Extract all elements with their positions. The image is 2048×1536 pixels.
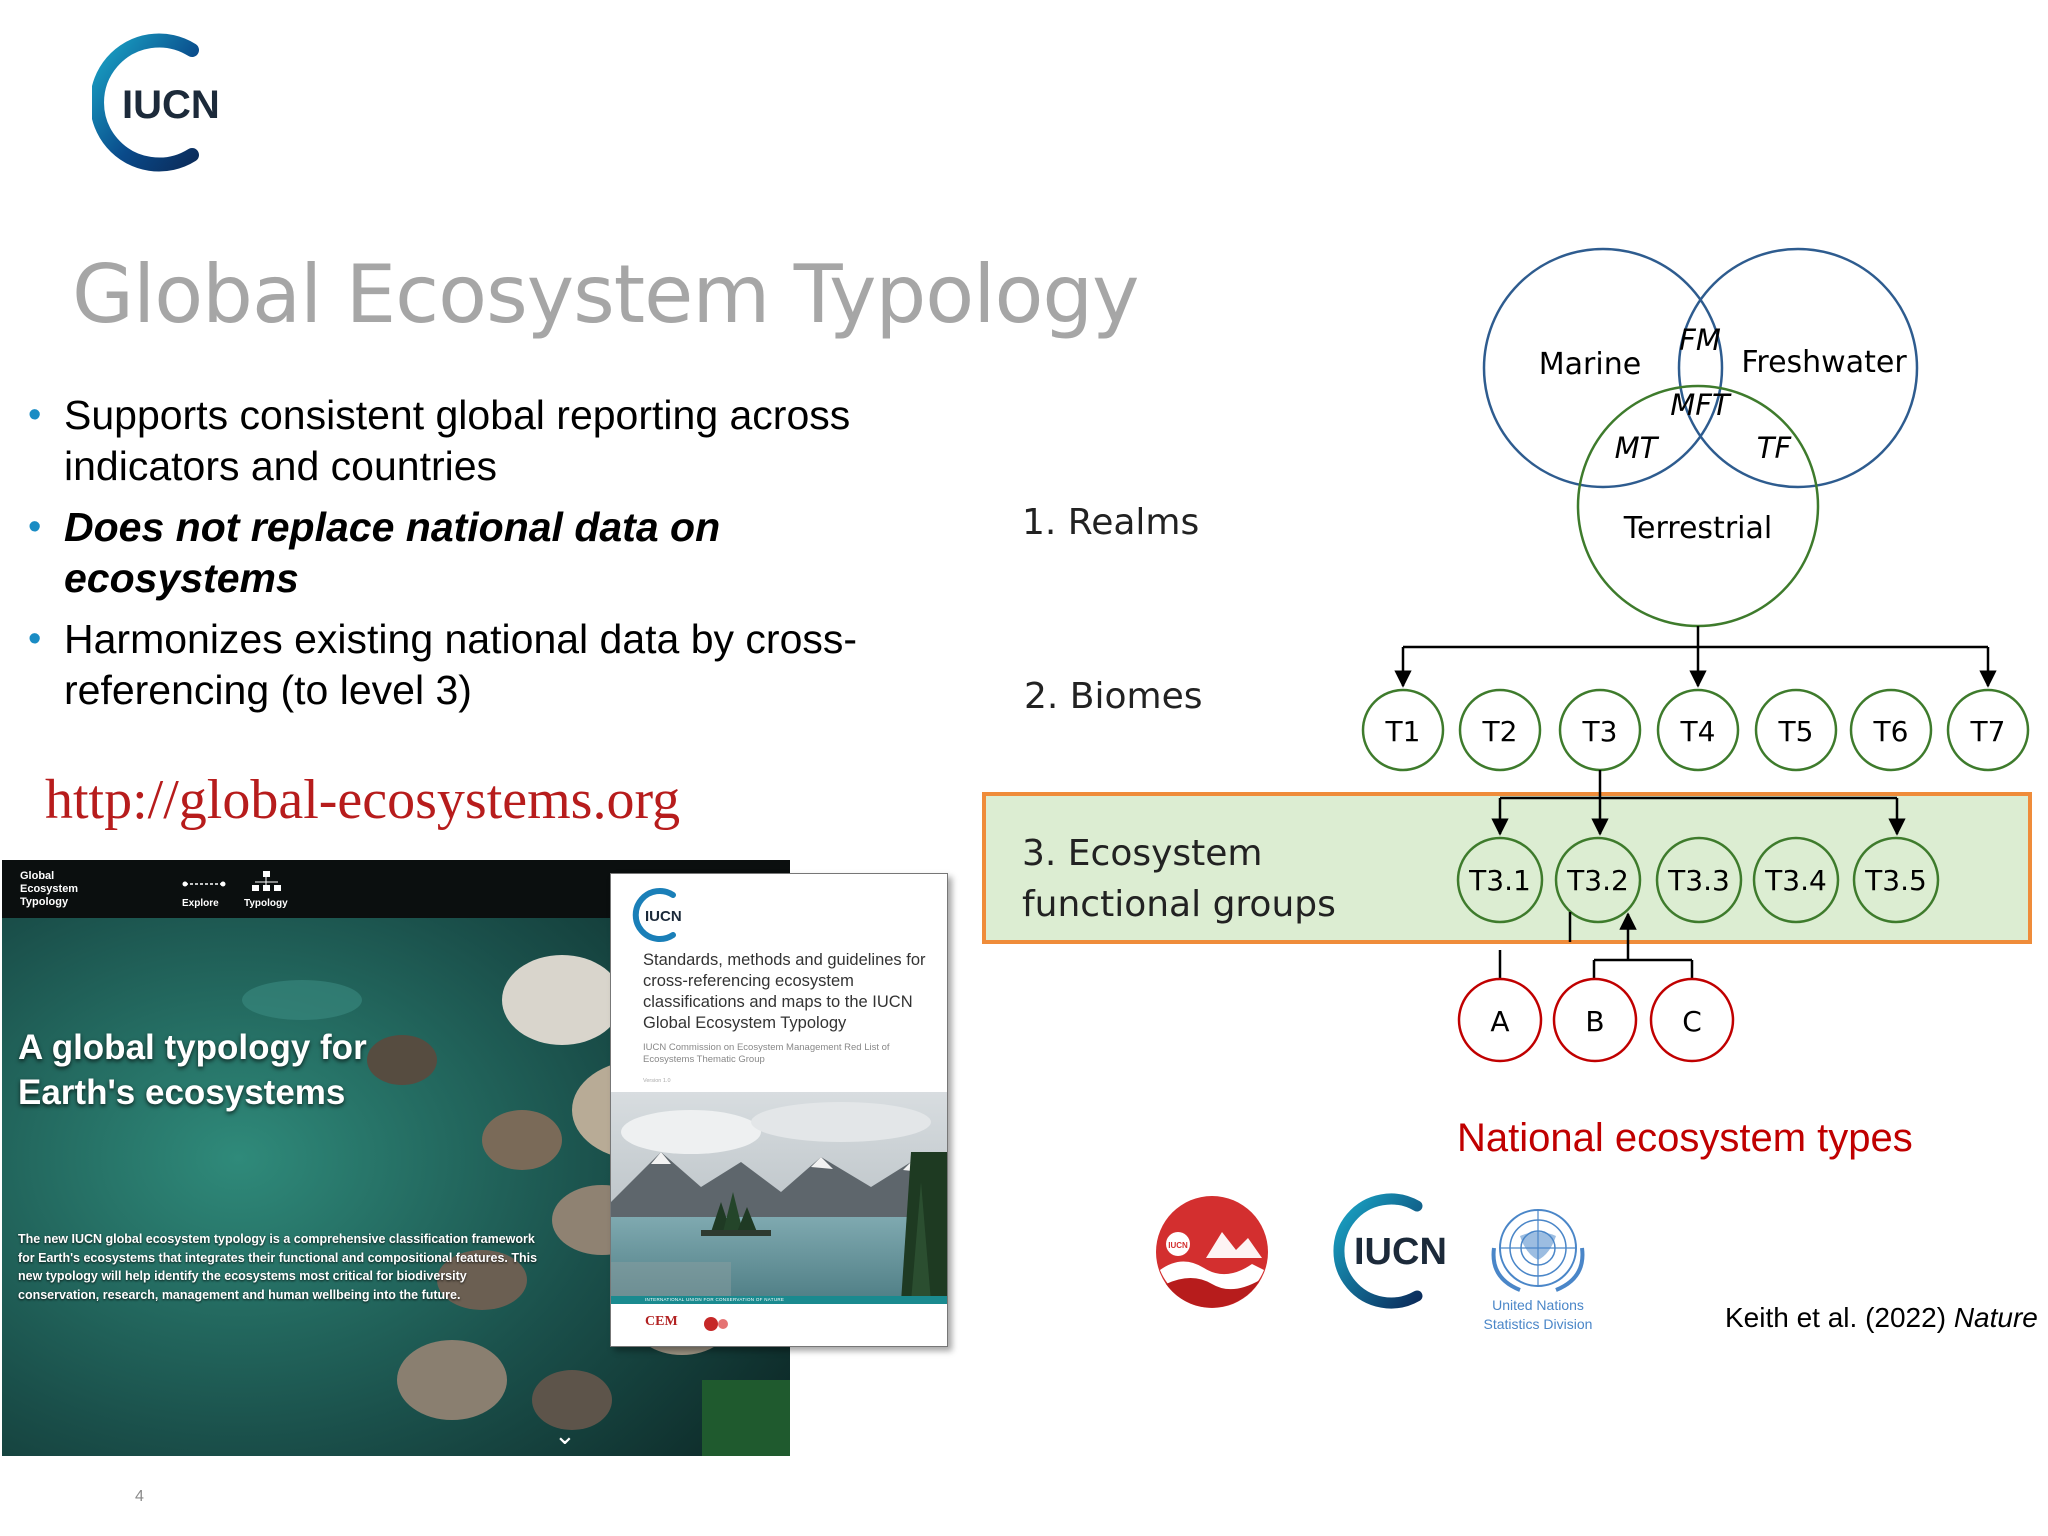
biome-node: T4: [1656, 688, 1740, 772]
svg-text:IUCN: IUCN: [1168, 1241, 1188, 1250]
efg-node: T3.3: [1655, 836, 1743, 924]
site-description: The new IUCN global ecosystem typology i…: [18, 1232, 538, 1302]
report-version: Version 1.0: [643, 1078, 671, 1084]
svg-text:IUCN: IUCN: [1354, 1231, 1447, 1273]
svg-text:C: C: [1682, 1005, 1702, 1038]
cem-logo: CEM: [645, 1314, 678, 1329]
typology-icon: [252, 871, 281, 891]
national-node: C: [1649, 977, 1735, 1063]
terrestrial-realm-circle: [1576, 384, 1820, 628]
realm-terrestrial: Terrestrial: [1623, 511, 1772, 546]
svg-text:T3.3: T3.3: [1667, 864, 1730, 897]
slide-number: 4: [135, 1488, 144, 1505]
svg-text:IUCN: IUCN: [122, 83, 220, 127]
biome-node: T7: [1946, 688, 2030, 772]
realm-freshwater: Freshwater: [1741, 345, 1907, 380]
biome-node: T2: [1458, 688, 1542, 772]
national-node: B: [1552, 977, 1638, 1063]
svg-text:T3.2: T3.2: [1566, 864, 1629, 897]
svg-text:T3.4: T3.4: [1764, 864, 1827, 897]
lake-photo: [611, 1092, 947, 1302]
chevron-down-icon[interactable]: ⌄: [554, 1420, 576, 1450]
report-cover: IUCN Standards, methods and guidelines f…: [610, 873, 948, 1347]
national-types-label: National ecosystem types: [1457, 1116, 1913, 1160]
un-emblem-icon: [1491, 1209, 1585, 1292]
efg-node: T3.4: [1752, 836, 1840, 924]
biome-row: T1 T2 T3 T4 T5 T6 T7: [1361, 688, 2030, 772]
realm-fm: FM: [1679, 323, 1721, 357]
svg-text:IUCN: IUCN: [645, 908, 682, 925]
report-title: Standards, methods and guidelines for cr…: [643, 951, 926, 1032]
level-realms-label: 1. Realms: [1022, 502, 1200, 543]
svg-text:T3.5: T3.5: [1864, 864, 1927, 897]
citation: Keith et al. (2022) Nature: [1725, 1302, 2038, 1333]
bullet-list: •Supports consistent global reporting ac…: [26, 390, 926, 726]
report-band: [611, 1296, 947, 1304]
iucn-logo: IUCN: [92, 33, 220, 172]
bullet-item: •Supports consistent global reporting ac…: [28, 392, 851, 489]
svg-text:A: A: [1490, 1005, 1509, 1038]
report-subtitle: IUCN Commission on Ecosystem Management …: [643, 1042, 890, 1065]
freshwater-realm-circle: [1677, 247, 1919, 489]
nav-typology[interactable]: Typology: [244, 898, 288, 909]
site-brand[interactable]: Global Ecosystem Typology: [20, 870, 79, 908]
red-list-ecosystems-logo: IUCN: [1156, 1196, 1268, 1308]
biome-node: T1: [1361, 688, 1445, 772]
realm-mft: MFT: [1670, 388, 1732, 422]
marine-realm-circle: [1482, 247, 1724, 489]
svg-text:T6: T6: [1873, 715, 1909, 748]
svg-text:T3.1: T3.1: [1468, 864, 1531, 897]
svg-text:T5: T5: [1778, 715, 1814, 748]
realm-marine: Marine: [1539, 347, 1641, 382]
level-biomes-label: 2. Biomes: [1024, 676, 1203, 717]
svg-text:T7: T7: [1970, 715, 2006, 748]
national-node: A: [1457, 977, 1543, 1063]
level-efg-label: 3. Ecosystem functional groups: [1022, 833, 1336, 925]
svg-text:T3: T3: [1582, 715, 1618, 748]
iucn-logo-small: IUCN: [632, 888, 682, 942]
website-link[interactable]: http://global-ecosystems.org: [45, 769, 681, 831]
website-screenshot: Global Ecosystem Typology Explore Typolo…: [2, 860, 790, 1456]
svg-text:T4: T4: [1680, 715, 1716, 748]
nav-explore[interactable]: Explore: [182, 898, 219, 909]
biome-node: T6: [1849, 688, 1933, 772]
efg-node: T3.2: [1554, 836, 1642, 924]
un-statistics-label: United Nations Statistics Division: [1483, 1297, 1593, 1332]
svg-text:T2: T2: [1482, 715, 1518, 748]
biome-node: T5: [1754, 688, 1838, 772]
efg-row: T3.1 T3.2 T3.3 T3.4 T3.5: [1456, 836, 1940, 924]
svg-text:B: B: [1585, 1005, 1604, 1038]
report-band-text: INTERNATIONAL UNION FOR CONSERVATION OF …: [645, 1297, 785, 1302]
site-hero-title: A global typology for Earth's ecosystems: [18, 1028, 367, 1112]
page-title: Global Ecosystem Typology: [72, 248, 1140, 341]
bullet-item: •Harmonizes existing national data by cr…: [28, 616, 858, 713]
realm-tf: TF: [1757, 431, 1793, 465]
explore-icon: [182, 881, 226, 887]
red-list-logo: [704, 1317, 728, 1331]
biome-node: T3: [1558, 688, 1642, 772]
realm-mt: MT: [1615, 431, 1660, 465]
svg-text:T1: T1: [1385, 715, 1421, 748]
efg-node: T3.1: [1456, 836, 1544, 924]
iucn-logo-bottom: IUCN: [1333, 1193, 1447, 1309]
national-row: A B C: [1457, 977, 1735, 1063]
efg-node: T3.5: [1852, 836, 1940, 924]
